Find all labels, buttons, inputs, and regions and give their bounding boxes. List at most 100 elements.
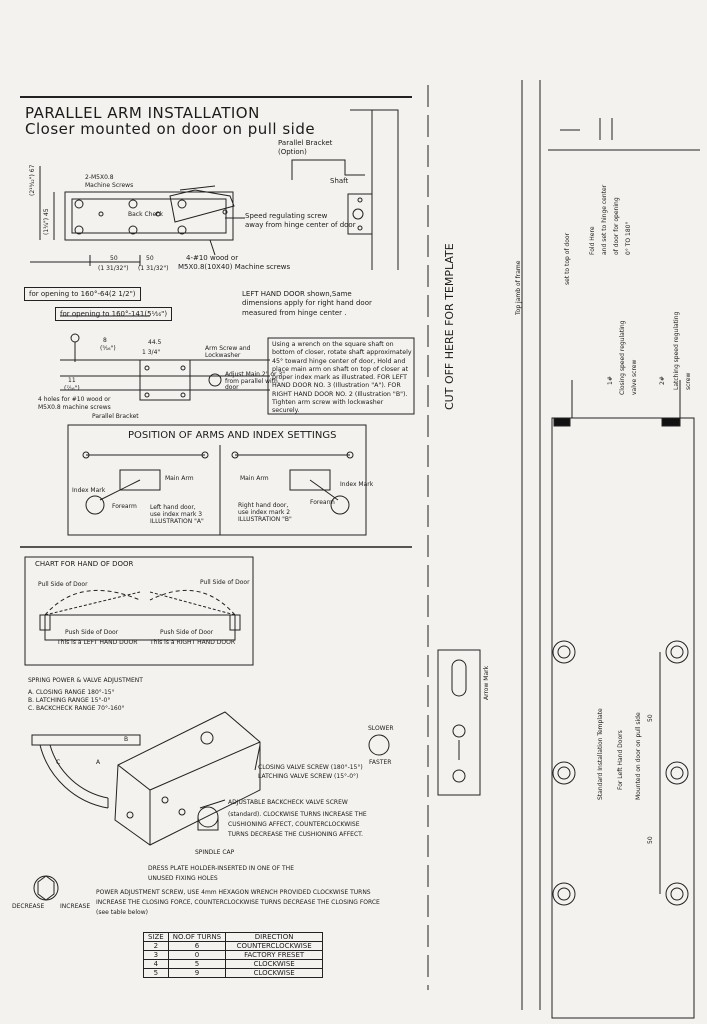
std-template-label: Standard Installation Template bbox=[597, 708, 604, 800]
arm-screw-label: Arm Screw and Lockwasher bbox=[205, 345, 251, 359]
slower-label: SLOWER bbox=[368, 725, 394, 732]
machine-screws-label-2: Machine Screws bbox=[85, 182, 134, 189]
table-row: 3 0 FACTORY FRESET bbox=[143, 950, 324, 960]
cell-size: 4 bbox=[143, 959, 169, 969]
caption-b: Right hand door, use index mark 2 ILLUST… bbox=[238, 502, 292, 524]
back-check-label: Back Check bbox=[128, 211, 163, 218]
fold-label-2: and set to hinge center bbox=[601, 184, 608, 255]
faster-label: FASTER bbox=[369, 759, 392, 766]
fold-label-1: Fold Here bbox=[589, 226, 596, 255]
machine-screws-label: 2-M5X0.8 bbox=[85, 174, 114, 181]
dim-11-frac: (⁷⁄₁₆") bbox=[64, 385, 80, 392]
hand-chart-title: CHART FOR HAND OF DOOR bbox=[35, 560, 134, 568]
left-hand-note: LEFT HAND DOOR shown,Same dimensions app… bbox=[242, 290, 372, 317]
arc-label-b: B bbox=[124, 736, 129, 743]
cell-size: 5 bbox=[143, 968, 169, 978]
num-2: 2# bbox=[659, 376, 666, 385]
speed-screw-label: Speed regulating screw bbox=[245, 212, 328, 220]
bracket-drawing bbox=[291, 109, 399, 270]
caption-a: Left hand door, use index mark 3 ILLUSTR… bbox=[150, 504, 204, 526]
cell-turns: 5 bbox=[167, 959, 227, 969]
spring-title: SPRING POWER & VALVE ADJUSTMENT bbox=[28, 677, 143, 684]
dim-1-3-4: 1 3/4" bbox=[142, 349, 161, 356]
cell-size: 2 bbox=[143, 941, 169, 951]
pull-side-left: Pull Side of Door bbox=[38, 581, 88, 588]
note-box bbox=[267, 337, 415, 415]
position-box bbox=[67, 424, 367, 536]
cell-direction: FACTORY FRESET bbox=[225, 950, 324, 960]
closing-range: A. CLOSING RANGE 180°-15° bbox=[28, 689, 115, 696]
main-arm-b: Main Arm bbox=[240, 475, 269, 482]
opening-160-141: for opening to 160°-141(5¹⁄₁₆") bbox=[55, 307, 173, 321]
closing-valve-template-1: Closing speed regulating bbox=[619, 320, 626, 395]
power-screw-label-1: POWER ADJUSTMENT SCREW, USE 4mm HEXAGON … bbox=[96, 889, 371, 896]
dim-45: (1³⁄₄") 45 bbox=[43, 208, 50, 235]
dim-frac-a: (1 31/32") bbox=[98, 265, 129, 272]
backcheck-label-4: TURNS DECREASE THE CUSHIONING AFFECT. bbox=[228, 831, 364, 838]
col-direction: DIRECTION bbox=[225, 932, 324, 942]
col-size: SIZE bbox=[143, 932, 169, 942]
spindle-cap-label: SPINDLE CAP bbox=[195, 849, 235, 856]
table-header-row: SIZE NO.OF TURNS DIRECTION bbox=[143, 932, 324, 942]
push-side-left: Push Side of Door bbox=[65, 629, 119, 636]
power-screw-label-2: INCREASE THE CLOSING FORCE, COUNTERCLOCK… bbox=[96, 899, 380, 906]
bracket-detail-drawing bbox=[60, 315, 270, 401]
backcheck-range: C. BACKCHECK RANGE 70°-160° bbox=[28, 705, 125, 712]
cell-turns: 0 bbox=[167, 950, 227, 960]
forearm-b: Forearm bbox=[310, 499, 335, 506]
dim-67: (2¹⁹⁄₃₂") 67 bbox=[29, 164, 36, 196]
page-title: PARALLEL ARM INSTALLATION bbox=[25, 104, 260, 122]
latching-valve-label: LATCHING VALVE SCREW (15°-0°) bbox=[258, 773, 359, 780]
cell-size: 3 bbox=[143, 950, 169, 960]
left-hand-doors-label: For Left Hand Doors bbox=[617, 730, 624, 790]
latching-range: B. LATCHING RANGE 15°-0° bbox=[28, 697, 111, 704]
dim-frac-b: (1 31/32") bbox=[138, 265, 169, 272]
dim-50b: 50 bbox=[146, 255, 154, 262]
push-side-right: Push Side of Door bbox=[160, 629, 214, 636]
option-label: (Option) bbox=[278, 148, 307, 156]
turns-table: SIZE NO.OF TURNS DIRECTION 2 6 COUNTERCL… bbox=[143, 932, 324, 978]
arc-label-c: C bbox=[56, 759, 61, 766]
fold-label-4: 0° TO 180° bbox=[625, 221, 632, 255]
template-strip bbox=[548, 118, 700, 1019]
set-top-label: set to top of door bbox=[564, 232, 571, 285]
dress-plate-label-1: DRESS PLATE HOLDER-INSERTED IN ONE OF TH… bbox=[148, 865, 294, 872]
dim-44-5: 44.5 bbox=[148, 339, 162, 346]
page-subtitle: Closer mounted on door on pull side bbox=[25, 120, 316, 138]
dim-8: 8 bbox=[103, 337, 107, 344]
cell-direction: CLOCKWISE bbox=[225, 968, 324, 978]
cell-direction: CLOCKWISE bbox=[225, 959, 324, 969]
decrease-label: DECREASE bbox=[12, 903, 45, 910]
left-hand-caption: This is a LEFT HAND DOOR bbox=[57, 639, 138, 646]
pull-side-right: Pull Side of Door bbox=[200, 579, 250, 586]
top-jamb-label: Top jamb of frame bbox=[515, 260, 522, 315]
dim-11: 11 bbox=[68, 377, 76, 384]
index-mark-b: Index Mark bbox=[340, 481, 374, 488]
closing-valve-label: CLOSING VALVE SCREW (180°-15°) bbox=[258, 764, 363, 771]
forearm-a: Forearm bbox=[112, 503, 137, 510]
dress-plate-label-2: UNUSED FIXING HOLES bbox=[148, 875, 218, 882]
cell-turns: 6 bbox=[167, 941, 227, 951]
holes-label: 4 holes for #10 wood or bbox=[38, 396, 111, 403]
arrow-plate bbox=[437, 649, 481, 796]
main-arm-a: Main Arm bbox=[165, 475, 194, 482]
power-screw-label-3: (see table below) bbox=[96, 909, 148, 916]
col-turns: NO.OF TURNS bbox=[167, 932, 227, 942]
template-dim-50a: 50 bbox=[647, 714, 654, 722]
holes-label-2: M5X0.8 machine screws bbox=[38, 404, 111, 411]
cell-direction: COUNTERCLOCKWISE bbox=[225, 941, 324, 951]
shaft-label: Shaft bbox=[330, 177, 349, 185]
dim-8-frac: (⁵⁄₁₆") bbox=[100, 345, 116, 352]
fold-label-3: of door for opening bbox=[613, 197, 620, 255]
num-1: 1# bbox=[607, 376, 614, 385]
backcheck-label-2: (standard). CLOCKWISE TURNS INCREASE THE bbox=[228, 811, 367, 818]
closer-drawing bbox=[30, 166, 245, 266]
wrench-note: Using a wrench on the square shaft on bo… bbox=[272, 341, 412, 415]
parallel-bracket-label: Parallel Bracket bbox=[278, 139, 333, 147]
wood-screws-label: 4-#10 wood or bbox=[186, 254, 239, 262]
adjust-main-label: Adjust Main 2" or 3" from parallel with … bbox=[225, 371, 285, 392]
table-row: 2 6 COUNTERCLOCKWISE bbox=[143, 941, 324, 951]
opening-160-64: for opening to 160°-64(2 1/2") bbox=[24, 287, 141, 301]
cell-turns: 9 bbox=[167, 968, 227, 978]
parallel-bracket-detail-label: Parallel Bracket bbox=[92, 413, 139, 420]
